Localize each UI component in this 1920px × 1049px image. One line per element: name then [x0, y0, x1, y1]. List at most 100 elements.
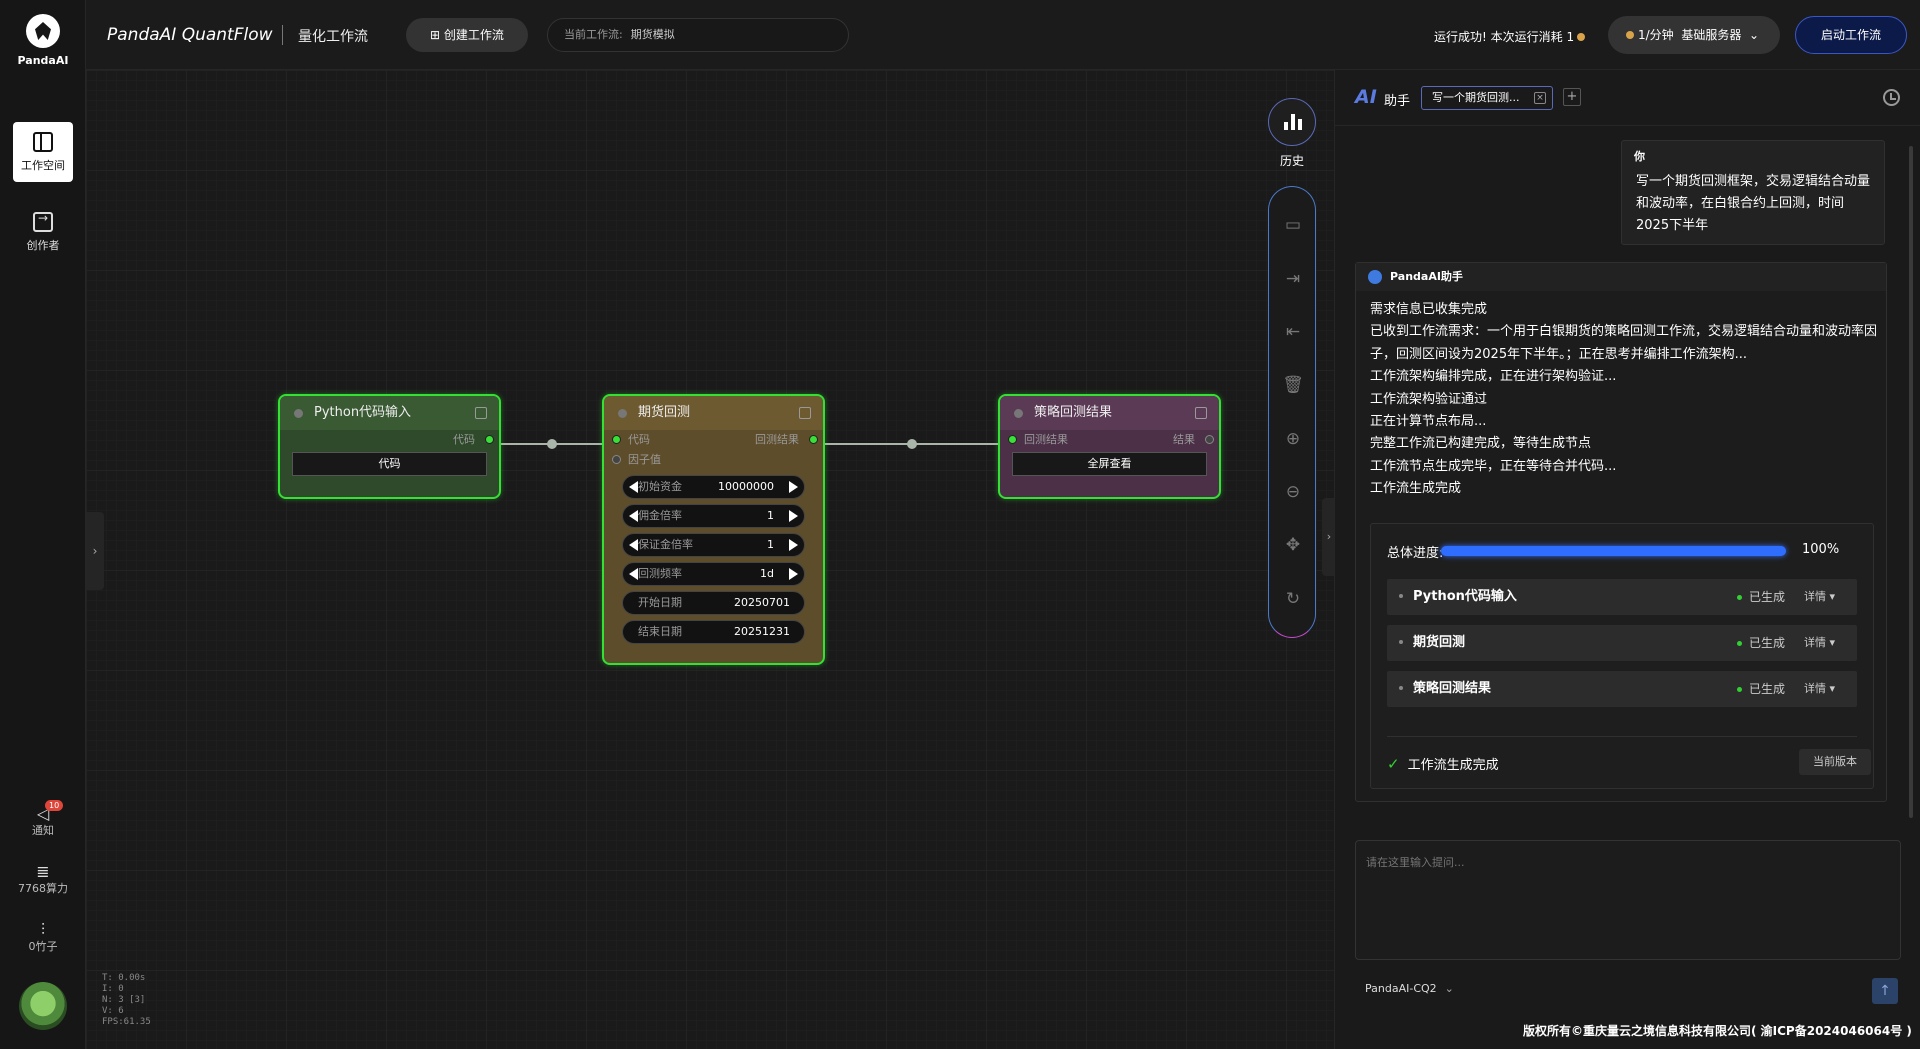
divider [282, 25, 283, 45]
input-port[interactable] [612, 435, 621, 444]
refresh-icon[interactable]: ↻ [1285, 589, 1301, 609]
output-port[interactable] [809, 435, 818, 444]
left-sidebar: PandaAI 工作空间 创作者 ◁ 10 通知 ≣ 7768算力 ⫶ 0竹子 [0, 0, 86, 1049]
trash-icon[interactable]: 🗑 [1282, 375, 1304, 395]
brand-subtitle: 量化工作流 [298, 29, 368, 45]
canvas-toolbar: ▭ ⇥ ⇤ 🗑 ⊕ ⊖ ✥ ↻ [1268, 186, 1316, 638]
edit-icon[interactable] [1195, 407, 1207, 419]
current-workflow-field[interactable]: 当前工作流:期货模拟 [547, 18, 849, 52]
history-button[interactable] [1268, 98, 1316, 146]
stat-i: I: 0 [102, 984, 124, 994]
increment-arrow-icon[interactable] [789, 568, 798, 580]
completion-status: ✓工作流生成完成 [1387, 754, 1499, 773]
output-port[interactable] [1205, 435, 1214, 444]
expand-right-icon[interactable]: › [1322, 498, 1336, 576]
copyright-footer: 版权所有©重庆量云之境信息科技有限公司( 渝ICP备2024046064号 ) [1523, 1024, 1912, 1038]
node-title: Python代码输入 [314, 405, 412, 420]
zoom-in-icon[interactable]: ⊕ [1285, 429, 1301, 449]
param-margin[interactable]: 保证金倍率 1 [622, 533, 805, 557]
server-selector[interactable]: 1/分钟 基础服务器 ⌄ [1608, 16, 1780, 54]
port-label: 代码 [453, 433, 475, 446]
node-futures-backtest[interactable]: 期货回测 代码 回测结果 因子值 初始资金 10000000 佣金倍率 1 保证… [602, 394, 825, 665]
fullscreen-view-button[interactable]: 全屏查看 [1012, 452, 1207, 476]
details-dropdown[interactable]: 详情 ▾ [1804, 590, 1836, 603]
port-label: 回测结果 [755, 433, 799, 446]
output-port[interactable] [485, 435, 494, 444]
bamboo-button[interactable]: ⫶ 0竹子 [0, 920, 86, 954]
node-backtest-result[interactable]: 策略回测结果 回测结果 结果 全屏查看 [998, 394, 1221, 499]
history-clock-icon[interactable] [1883, 89, 1900, 106]
progress-card: 总体进度: 100% Python代码输入 已生成 详情 ▾ 期货回测 已生成 … [1370, 523, 1874, 789]
log-line: 已收到工作流需求：一个用于白银期货的策略回测工作流，交易逻辑结合动量和波动率因子… [1370, 324, 1878, 362]
create-workflow-button[interactable]: ⊞ 创建工作流 [406, 18, 528, 52]
param-initial-capital[interactable]: 初始资金 10000000 [622, 475, 805, 499]
param-commission[interactable]: 佣金倍率 1 [622, 504, 805, 528]
decrement-arrow-icon[interactable] [629, 510, 638, 522]
node-python-input[interactable]: Python代码输入 代码 代码 [278, 394, 501, 499]
assistant-name: PandaAI助手 [1390, 270, 1463, 283]
add-tab-button[interactable]: + [1563, 88, 1581, 106]
node-header[interactable]: 期货回测 [604, 396, 823, 430]
input-port[interactable] [1008, 435, 1017, 444]
save-icon[interactable]: ▭ [1284, 215, 1302, 235]
node-header[interactable]: Python代码输入 [280, 396, 499, 430]
current-workflow-label: 当前工作流: [564, 28, 623, 41]
zoom-out-icon[interactable]: ⊖ [1285, 482, 1301, 502]
sidebar-item-label: 创作者 [26, 239, 60, 252]
details-dropdown[interactable]: 详情 ▾ [1804, 636, 1836, 649]
output-port-row: 代码 [280, 430, 499, 450]
send-button[interactable]: ↑ [1872, 978, 1898, 1004]
expand-left-icon[interactable]: › [86, 512, 104, 590]
current-version-button[interactable]: 当前版本 [1799, 749, 1871, 775]
notification-button[interactable]: ◁ 10 通知 [0, 800, 86, 838]
sidebar-item-workspace[interactable]: 工作空间 [13, 122, 73, 182]
param-frequency[interactable]: 回测频率 1d [622, 562, 805, 586]
close-icon[interactable]: × [1534, 92, 1546, 104]
decrement-arrow-icon[interactable] [629, 539, 638, 551]
log-line: 完整工作流已构建完成，等待生成节点 [1370, 436, 1592, 452]
status-badge: 已生成 [1737, 625, 1785, 661]
export-icon[interactable]: ⇥ [1285, 269, 1301, 289]
stat-t: T: 0.00s [102, 973, 146, 983]
decrement-arrow-icon[interactable] [629, 481, 638, 493]
code-button[interactable]: 代码 [292, 452, 487, 476]
port-label: 结果 [1173, 433, 1195, 446]
param-start-date[interactable]: 开始日期 20250701 [622, 591, 805, 615]
question-input[interactable] [1355, 840, 1901, 960]
decrement-arrow-icon[interactable] [629, 568, 638, 580]
progress-label: 总体进度: [1387, 546, 1444, 561]
sidebar-item-creator[interactable]: 创作者 [13, 202, 73, 262]
param-value: 20250701 [734, 596, 790, 609]
edit-icon[interactable] [799, 407, 811, 419]
log-line: 需求信息已收集完成 [1370, 302, 1488, 317]
param-value: 1d [760, 567, 774, 580]
logo[interactable]: PandaAI [0, 14, 86, 67]
increment-arrow-icon[interactable] [789, 539, 798, 551]
import-icon[interactable]: ⇤ [1285, 322, 1301, 342]
assistant-avatar-icon [1368, 270, 1382, 284]
avatar[interactable] [19, 982, 67, 1030]
node-name: 期货回测 [1413, 635, 1466, 650]
node-header[interactable]: 策略回测结果 [1000, 396, 1219, 430]
model-selector[interactable]: PandaAI-CQ2⌄ [1365, 982, 1454, 995]
chat-tab[interactable]: 写一个期货回测... × [1421, 86, 1553, 110]
move-icon[interactable]: ✥ [1285, 535, 1301, 555]
scrollbar[interactable] [1909, 146, 1913, 818]
start-workflow-button[interactable]: 启动工作流 [1795, 16, 1907, 54]
compute-button[interactable]: ≣ 7768算力 [0, 862, 86, 896]
increment-arrow-icon[interactable] [789, 481, 798, 493]
edit-icon[interactable] [475, 407, 487, 419]
panel-title: 助手 [1384, 94, 1411, 109]
chevron-down-icon: ⌄ [1745, 28, 1760, 42]
chevron-down-icon: ⌄ [1444, 982, 1454, 995]
progress-percent: 100% [1802, 542, 1840, 557]
increment-arrow-icon[interactable] [789, 510, 798, 522]
node-title: 策略回测结果 [1034, 405, 1113, 420]
details-dropdown[interactable]: 详情 ▾ [1804, 682, 1836, 695]
bamboo-icon: ⫶ [40, 920, 45, 939]
chat-tab-label: 写一个期货回测... [1432, 91, 1520, 104]
bullet [1399, 686, 1403, 690]
param-end-date[interactable]: 结束日期 20251231 [622, 620, 805, 644]
coin-icon [1626, 31, 1634, 39]
input-port[interactable] [612, 455, 621, 464]
